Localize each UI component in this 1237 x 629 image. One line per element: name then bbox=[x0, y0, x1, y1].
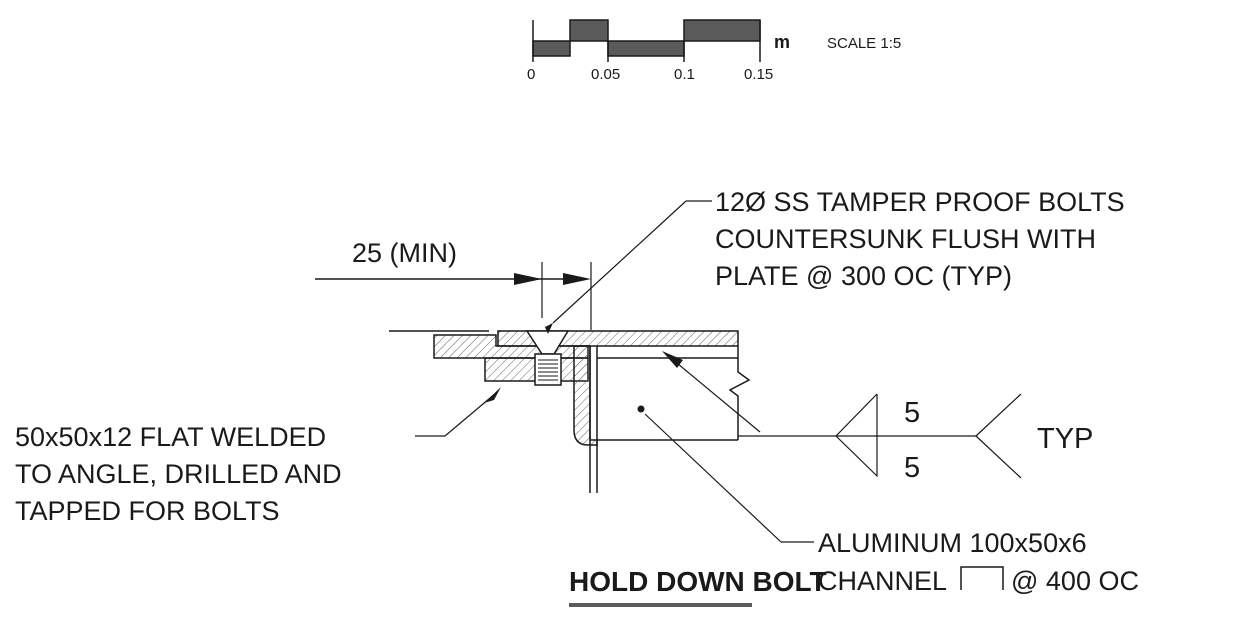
bolt-leader-arrow bbox=[545, 323, 553, 334]
dimension-arrow-right bbox=[563, 273, 591, 285]
channel-section-icon bbox=[960, 566, 1004, 590]
scale-bar-segment-4 bbox=[683, 19, 761, 42]
weld-tail-lower bbox=[975, 435, 1022, 479]
flat-leader-arrow bbox=[484, 387, 501, 403]
dimension-arrow-left bbox=[514, 273, 542, 285]
plate-leader bbox=[665, 353, 761, 433]
title-underline bbox=[569, 603, 752, 607]
weld-size-bottom: 5 bbox=[904, 452, 920, 484]
scale-bar-segment-1 bbox=[532, 40, 571, 57]
channel-note: ALUMINUM 100x50x6 CHANNEL @ 400 OC bbox=[818, 528, 1139, 596]
steel-angle bbox=[573, 345, 598, 446]
scale-bar-segment-2 bbox=[569, 19, 609, 42]
weld-symbol bbox=[738, 393, 1022, 479]
channel-note-line-1: ALUMINUM 100x50x6 bbox=[818, 528, 1087, 558]
scale-tick-label-005: 0.05 bbox=[591, 66, 620, 83]
drawing-title: HOLD DOWN BOLT bbox=[569, 566, 827, 607]
flat-note-line-2: TO ANGLE, DRILLED AND bbox=[15, 459, 342, 489]
scale-unit: m bbox=[774, 32, 790, 52]
bolt-note-line-2: COUNTERSUNK FLUSH WITH bbox=[715, 224, 1096, 254]
flat-note: 50x50x12 FLAT WELDED TO ANGLE, DRILLED A… bbox=[15, 422, 342, 526]
flat-note-line-3: TAPPED FOR BOLTS bbox=[15, 496, 280, 526]
break-line bbox=[728, 346, 751, 440]
dimension-label: 25 (MIN) bbox=[352, 238, 457, 268]
weld-tail-label: TYP bbox=[1037, 423, 1093, 455]
scale-tick-label-01: 0.1 bbox=[674, 66, 695, 83]
bolt-note: 12Ø SS TAMPER PROOF BOLTS COUNTERSUNK FL… bbox=[715, 187, 1125, 291]
scale-tick-label-0: 0 bbox=[527, 66, 535, 83]
scale-bar: 0 0.05 0.1 0.15 m SCALE 1:5 bbox=[527, 19, 901, 83]
weld-size-top: 5 bbox=[904, 397, 920, 429]
title-text: HOLD DOWN BOLT bbox=[569, 566, 827, 597]
channel-note-line-3: @ 400 OC bbox=[1011, 566, 1139, 596]
scale-bar-segment-3 bbox=[607, 40, 685, 57]
channel-leader bbox=[644, 413, 782, 543]
scale-label: SCALE 1:5 bbox=[827, 35, 901, 52]
channel-centre-dot bbox=[637, 405, 645, 413]
weld-fillet-symbol bbox=[835, 393, 878, 478]
scale-tick-label-015: 0.15 bbox=[744, 66, 773, 83]
flat-note-line-1: 50x50x12 FLAT WELDED bbox=[15, 422, 326, 452]
bolt-note-line-3: PLATE @ 300 OC (TYP) bbox=[715, 261, 1012, 291]
dimension-25-min: 25 (MIN) bbox=[315, 238, 592, 330]
weld-tail-upper bbox=[975, 393, 1022, 437]
plate-leader-arrow bbox=[662, 351, 683, 368]
channel-note-line-2: CHANNEL bbox=[818, 566, 947, 596]
section-geometry bbox=[389, 330, 751, 493]
bolt-note-line-1: 12Ø SS TAMPER PROOF BOLTS bbox=[715, 187, 1125, 217]
